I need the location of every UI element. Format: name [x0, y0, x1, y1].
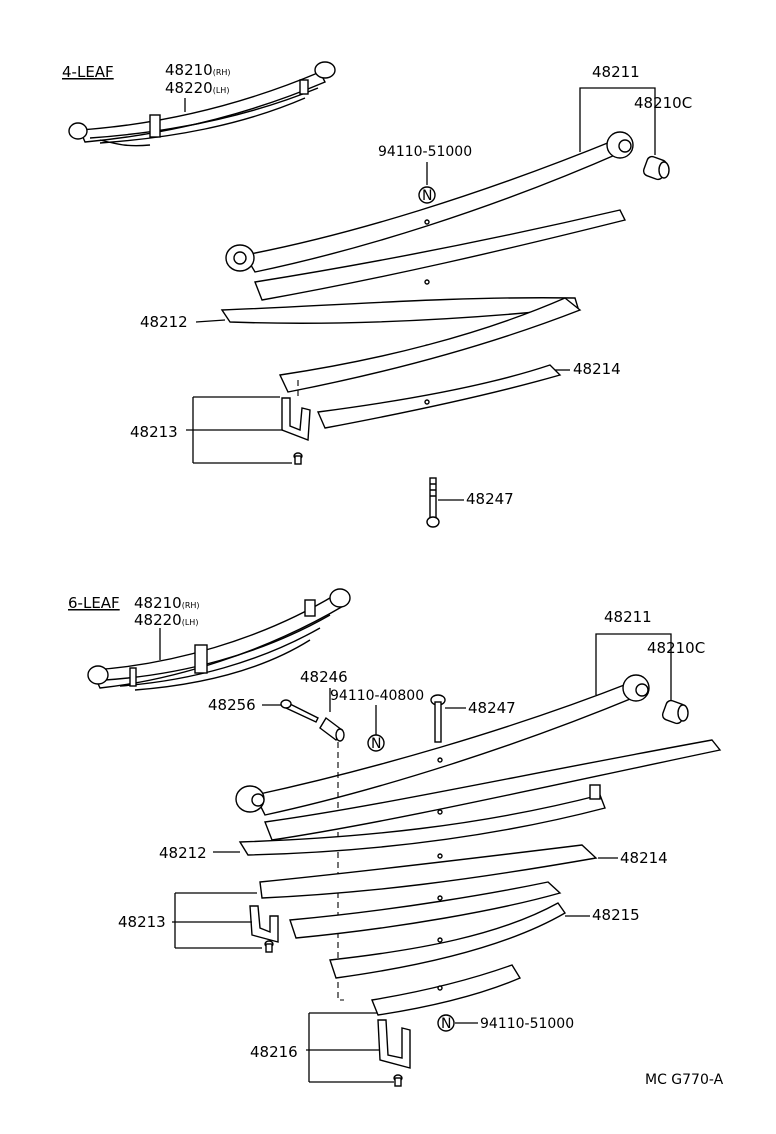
label-48256: 48256	[208, 696, 256, 714]
diagram-code: MC G770-A	[645, 1072, 724, 1088]
label-48216: 48216	[250, 1043, 298, 1061]
rivet-icon	[293, 452, 303, 465]
leaf-stack-6	[238, 739, 722, 1016]
label-94110-51000: 94110-51000	[378, 144, 472, 160]
main-leaf-48211-6	[235, 674, 650, 816]
nut-symbol-icon	[418, 186, 436, 204]
label-48212: 48212	[140, 313, 188, 331]
bolt-48256	[280, 699, 319, 723]
bushing-48210c-6	[661, 699, 689, 725]
nut-symbol-text: N	[422, 188, 432, 204]
label-48215: 48215	[592, 906, 640, 924]
rivet-icon-6b	[393, 1074, 403, 1087]
rivet-icon-6a	[264, 940, 274, 953]
section-title-6-leaf: 6-LEAF	[68, 594, 120, 612]
label-48214: 48214	[573, 360, 621, 378]
label-48211: 48211	[592, 63, 640, 81]
spacer-48246	[319, 716, 345, 742]
clip-48216	[377, 1019, 411, 1069]
label-48247-top: 48247	[466, 490, 514, 508]
label-48246: 48246	[300, 668, 348, 686]
label-48212-6: 48212	[159, 844, 207, 862]
nut-symbol-text-6a: N	[371, 736, 381, 752]
clip-48213-6	[249, 905, 279, 943]
leaf-spring-6-assembly-icon	[87, 588, 351, 691]
label-48210c-6: 48210C	[647, 639, 705, 657]
bolt-48247	[426, 477, 440, 528]
label-94110-40800: 94110-40800	[330, 688, 424, 704]
nut-symbol-icon-6b	[437, 1014, 455, 1032]
assembly-lh-part: 48220(LH)	[165, 79, 229, 97]
label-48213-6: 48213	[118, 913, 166, 931]
bolt-48247-6	[430, 694, 446, 743]
label-48211-6: 48211	[604, 608, 652, 626]
label-48213: 48213	[130, 423, 178, 441]
label-48210c: 48210C	[634, 94, 692, 112]
nut-symbol-icon-6a	[367, 734, 385, 752]
section-title-4-leaf: 4-LEAF	[62, 63, 114, 81]
label-48247-6: 48247	[468, 699, 516, 717]
assembly6-lh-part: 48220(LH)	[134, 611, 198, 629]
assembly-rh-part: 48210(RH)	[165, 61, 231, 79]
nut-symbol-text-6b: N	[441, 1016, 451, 1032]
leaf-stack-lower	[278, 297, 582, 429]
label-48214-6: 48214	[620, 849, 668, 867]
main-leaf-48211	[225, 131, 634, 273]
label-94110-51000-6: 94110-51000	[480, 1016, 574, 1032]
leaf-spring-assembly-icon	[68, 61, 336, 147]
clip-48213	[281, 380, 311, 441]
bushing-48210c	[642, 155, 670, 181]
assembly6-rh-part: 48210(RH)	[134, 594, 200, 612]
leaf-48212	[254, 209, 627, 301]
